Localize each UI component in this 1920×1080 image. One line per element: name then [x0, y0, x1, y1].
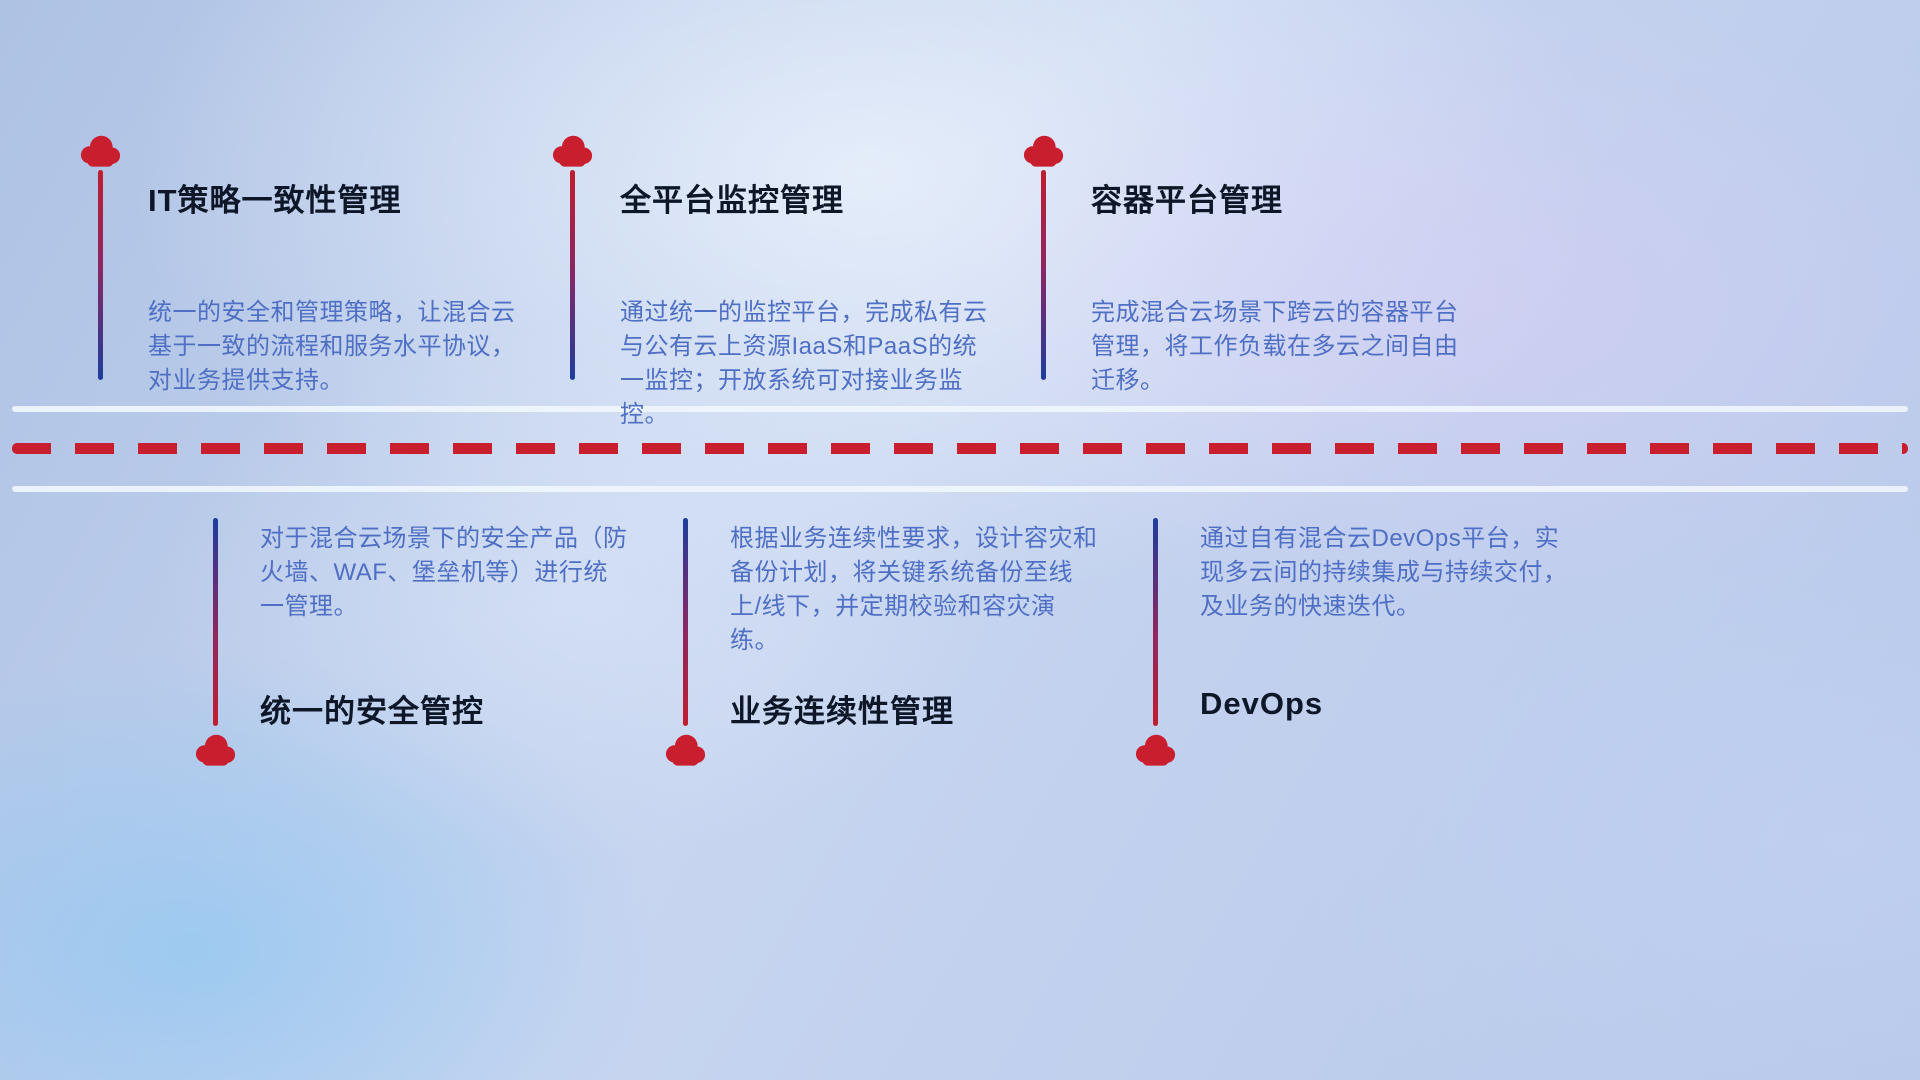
capability-title: 统一的安全管控 — [260, 694, 484, 729]
divider-line-top — [12, 406, 1908, 412]
capability-item-monitoring: 全平台监控管理 通过统一的监控平台，完成私有云与公有云上资源IaaS和PaaS的… — [549, 133, 1069, 428]
timeline-connector — [1153, 518, 1158, 726]
capability-item-devops: 通过自有混合云DevOps平台，实现多云间的持续集成与持续交付，及业务的快速迭代… — [1132, 518, 1652, 780]
timeline-connector — [683, 518, 688, 726]
capability-title: 全平台监控管理 — [620, 183, 844, 218]
cloud-icon — [552, 135, 593, 167]
capability-item-it-policy: IT策略一致性管理 统一的安全和管理策略，让混合云基于一致的流程和服务水平协议，… — [77, 133, 597, 394]
timeline-connector — [570, 170, 575, 380]
capability-title: IT策略一致性管理 — [148, 183, 402, 218]
capability-description: 根据业务连续性要求，设计容灾和备份计划，将关键系统备份至线上/线下，并定期校验和… — [730, 525, 1098, 655]
divider-line-bottom — [12, 486, 1908, 492]
capability-item-business-continuity: 根据业务连续性要求，设计容灾和备份计划，将关键系统备份至线上/线下，并定期校验和… — [662, 518, 1182, 780]
capability-title: DevOps — [1200, 686, 1324, 721]
capability-description: 通过统一的监控平台，完成私有云与公有云上资源IaaS和PaaS的统一监控；开放系… — [620, 299, 988, 429]
cloud-icon — [1023, 135, 1064, 167]
cloud-icon — [1135, 734, 1176, 766]
capability-description: 完成混合云场景下跨云的容器平台管理，将工作负载在多云之间自由迁移。 — [1091, 299, 1459, 395]
capability-item-container-platform: 容器平台管理 完成混合云场景下跨云的容器平台管理，将工作负载在多云之间自由迁移。 — [1020, 133, 1540, 394]
capability-description: 通过自有混合云DevOps平台，实现多云间的持续集成与持续交付，及业务的快速迭代… — [1200, 525, 1568, 621]
timeline-connector — [1041, 170, 1046, 380]
capability-item-security-control: 对于混合云场景下的安全产品（防火墙、WAF、堡垒机等）进行统一管理。 统一的安全… — [192, 518, 712, 780]
cloud-icon — [195, 734, 236, 766]
capability-description: 对于混合云场景下的安全产品（防火墙、WAF、堡垒机等）进行统一管理。 — [260, 525, 628, 621]
capability-title: 业务连续性管理 — [730, 694, 954, 729]
timeline-connector — [213, 518, 218, 726]
cloud-icon — [665, 734, 706, 766]
capability-title: 容器平台管理 — [1091, 183, 1283, 218]
capability-description: 统一的安全和管理策略，让混合云基于一致的流程和服务水平协议，对业务提供支持。 — [148, 299, 516, 395]
divider-dashed-line — [12, 443, 1908, 454]
timeline-connector — [98, 170, 103, 380]
cloud-icon — [80, 135, 121, 167]
